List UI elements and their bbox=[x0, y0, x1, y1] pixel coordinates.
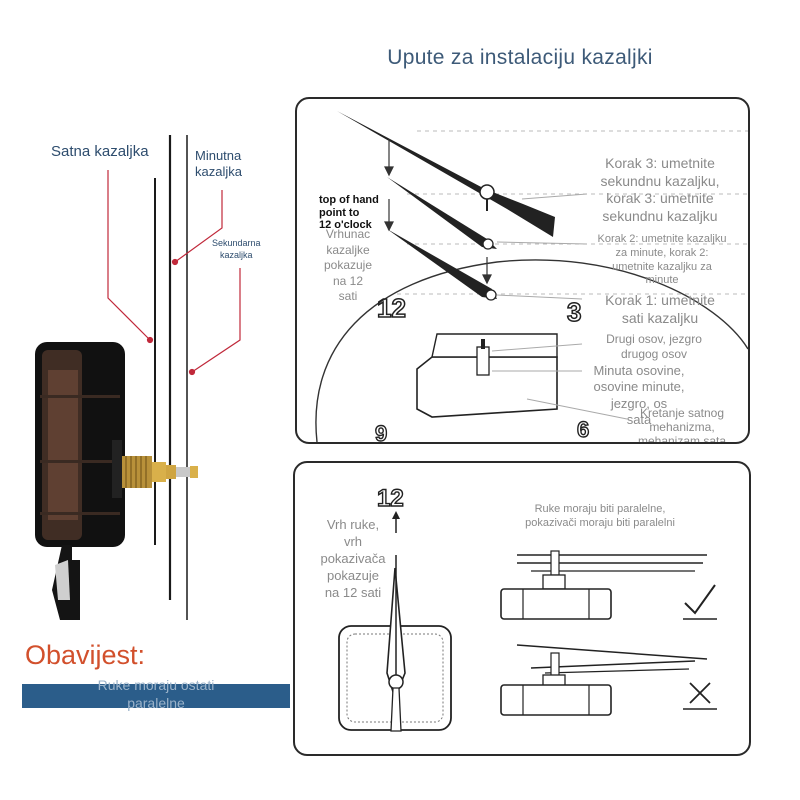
cross-mark-icon bbox=[683, 682, 717, 710]
second-shaft-label: Drugi osov, jezgro drugog osov bbox=[579, 332, 729, 362]
parallel-wrong-example bbox=[500, 644, 708, 716]
minute-shaft-line1: Minuta osovine, bbox=[593, 363, 685, 378]
dial-number-12: 12 bbox=[377, 293, 406, 323]
movement-label: Kretanje satnog mehanizma, mehanizam sat… bbox=[622, 406, 742, 444]
parallel-note-line2: pokazivači moraju biti paralelni bbox=[525, 516, 675, 529]
bottom-dial-number-12: 12 bbox=[377, 485, 404, 512]
tip-points-line5: na 12 sati bbox=[324, 584, 382, 600]
tip-points-line2: vrh bbox=[343, 533, 363, 549]
tip-note: Vrhunac kazaljke pokazuje na 12 sati bbox=[313, 227, 383, 305]
second-shaft-line1: Drugi osov, jezgro bbox=[606, 332, 702, 346]
step1-label: Korak 1: umetnite sati kazaljku bbox=[575, 292, 745, 327]
top-of-hand-line2: point to bbox=[319, 206, 360, 219]
page-title: Upute za instalaciju kazaljki bbox=[387, 46, 653, 69]
minute-shaft-line3: jezgro, os bbox=[610, 395, 668, 411]
notice-heading: Obavijest: bbox=[25, 640, 146, 670]
second-shaft-line2: drugog osov bbox=[620, 347, 688, 361]
step3-line1: Korak 3: umetnite bbox=[605, 155, 715, 171]
installation-diagram: 12 3 9 6 bbox=[315, 111, 748, 442]
dial-number-9: 9 bbox=[375, 421, 387, 442]
top-of-hand-line1: top of hand bbox=[319, 194, 379, 206]
movement-line3: mehanizam sata bbox=[637, 433, 727, 444]
brass-shaft bbox=[122, 456, 152, 488]
step2-line1: Korak 2: umetnite kazaljku bbox=[597, 233, 727, 245]
parallel-note-line1: Ruke moraju biti paralelne, bbox=[534, 503, 666, 515]
minute-shaft-line2: osovine minute, bbox=[593, 379, 685, 395]
tip-note-line1: Vrhunac bbox=[325, 227, 371, 241]
step2-line2: za minute, korak 2: bbox=[615, 246, 709, 259]
hour-hand-label: Satna kazaljka bbox=[51, 143, 149, 160]
step1-line1: Korak 1: umetnite bbox=[605, 292, 715, 308]
tip-points-line1: Vrh ruke, bbox=[326, 517, 380, 532]
tip-note-line3: pokazuje bbox=[323, 258, 373, 273]
notice-text-line1: Ruke moraju ostati bbox=[97, 677, 215, 693]
minute-hand-label-line1: Minutna bbox=[195, 148, 242, 163]
minute-hand-label-line2: kazaljka bbox=[195, 164, 242, 179]
parallel-note: Ruke moraju biti paralelne, pokazivači m… bbox=[495, 503, 705, 531]
tip-note-line4: na 12 bbox=[332, 273, 364, 288]
second-hand-label-line2: kazaljka bbox=[220, 250, 253, 260]
top-of-hand-note: top of hand point to 12 o'clock bbox=[319, 194, 379, 232]
step1-line2: sati kazaljku bbox=[621, 309, 699, 326]
movement-line1: Kretanje satnog bbox=[639, 406, 725, 420]
check-mark-icon bbox=[683, 584, 717, 620]
step3-line3: korak 3: umetnite bbox=[606, 190, 714, 206]
step2-line4: minute bbox=[645, 274, 679, 287]
minute-shaft-label: Minuta osovine, osovine minute, jezgro, … bbox=[579, 363, 699, 428]
step2-label: Korak 2: umetnite kazaljku za minute, ko… bbox=[579, 233, 745, 288]
tip-note-line5: sati bbox=[338, 289, 358, 304]
step3-line4: sekundnu kazaljku bbox=[602, 207, 718, 224]
dial-number-3: 3 bbox=[567, 297, 581, 327]
notice-bar bbox=[22, 684, 290, 708]
step3-label: Korak 3: umetnite sekundnu kazaljku, kor… bbox=[575, 155, 745, 225]
notice-text-line2: paralelne bbox=[127, 694, 185, 711]
installation-steps-panel: 12 3 9 6 top of hand point to 12 o'clock… bbox=[295, 97, 750, 444]
tip-points-line3: pokazivača bbox=[320, 550, 386, 566]
notice-text: Ruke moraju ostati paralelne bbox=[22, 677, 290, 712]
second-hand-label-line1: Sekundarna bbox=[212, 238, 261, 248]
parallel-hands-panel: 12 bbox=[293, 461, 751, 756]
parallel-correct-example bbox=[500, 550, 707, 620]
tip-points-line4: pokazuje bbox=[326, 567, 380, 583]
top-of-hand-line3: 12 o'clock bbox=[319, 219, 372, 232]
tip-note-line2: kazaljke bbox=[326, 242, 370, 257]
tip-points-note: Vrh ruke, vrh pokazivača pokazuje na 12 … bbox=[313, 517, 393, 601]
step2-line3: umetnite kazaljku za bbox=[612, 260, 712, 273]
movement-line2: mehanizma, bbox=[649, 419, 715, 434]
dial-number-6: 6 bbox=[577, 417, 589, 442]
parallel-hands-diagram: 12 bbox=[338, 484, 717, 732]
minute-shaft-line4: sata bbox=[626, 411, 652, 427]
step3-line2: sekundnu kazaljku, bbox=[600, 172, 720, 189]
